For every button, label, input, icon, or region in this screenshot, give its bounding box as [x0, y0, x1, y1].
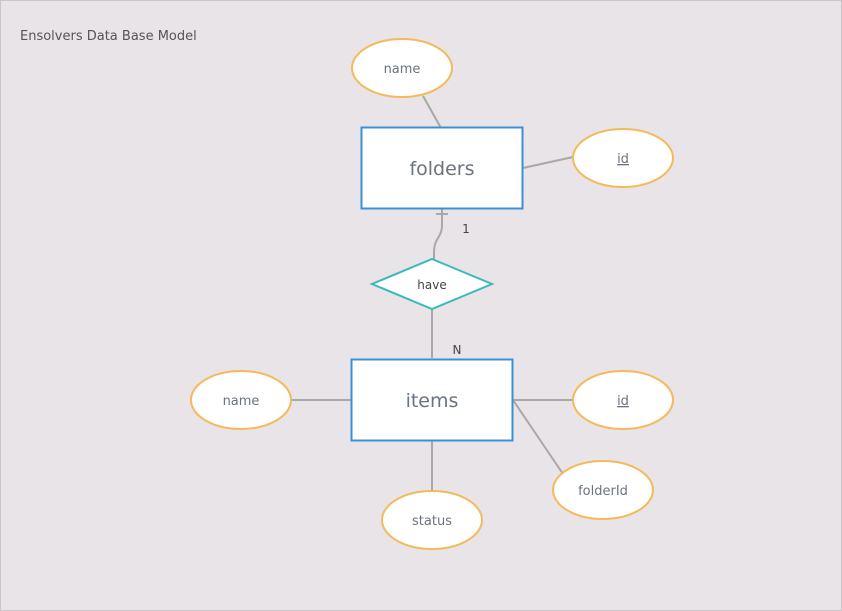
entity-folders[interactable]: folders — [360, 126, 524, 210]
attribute-items-id-label: id — [617, 394, 629, 409]
diagram-title: Ensolvers Data Base Model — [20, 29, 197, 44]
attribute-folders-name[interactable]: name — [351, 38, 453, 98]
relationship-have[interactable]: have — [369, 257, 495, 311]
connectors — [291, 95, 574, 491]
cardinality-items: N — [453, 343, 462, 357]
attribute-items-folderId-label: folderId — [578, 484, 628, 499]
attribute-folders-id-label: id — [617, 152, 629, 167]
entity-items-label: items — [406, 390, 459, 412]
cardinality-folders: 1 — [462, 222, 470, 236]
entity-folders-label: folders — [409, 158, 474, 180]
attribute-items-folderId[interactable]: folderId — [552, 460, 654, 520]
connector-folders-have — [433, 209, 443, 262]
entity-items[interactable]: items — [350, 358, 514, 442]
attribute-folders-id[interactable]: id — [572, 128, 674, 188]
attribute-items-status[interactable]: status — [381, 490, 483, 550]
attribute-folders-name-label: name — [384, 62, 421, 77]
relationship-have-label: have — [417, 278, 446, 292]
connector-folders-id — [522, 156, 574, 169]
attribute-items-id[interactable]: id — [572, 370, 674, 430]
attribute-items-name[interactable]: name — [190, 370, 292, 430]
connector-folders-name — [422, 95, 442, 129]
attribute-items-name-label: name — [223, 394, 260, 409]
connector-items-folderId — [512, 399, 564, 475]
attribute-items-status-label: status — [412, 514, 452, 529]
